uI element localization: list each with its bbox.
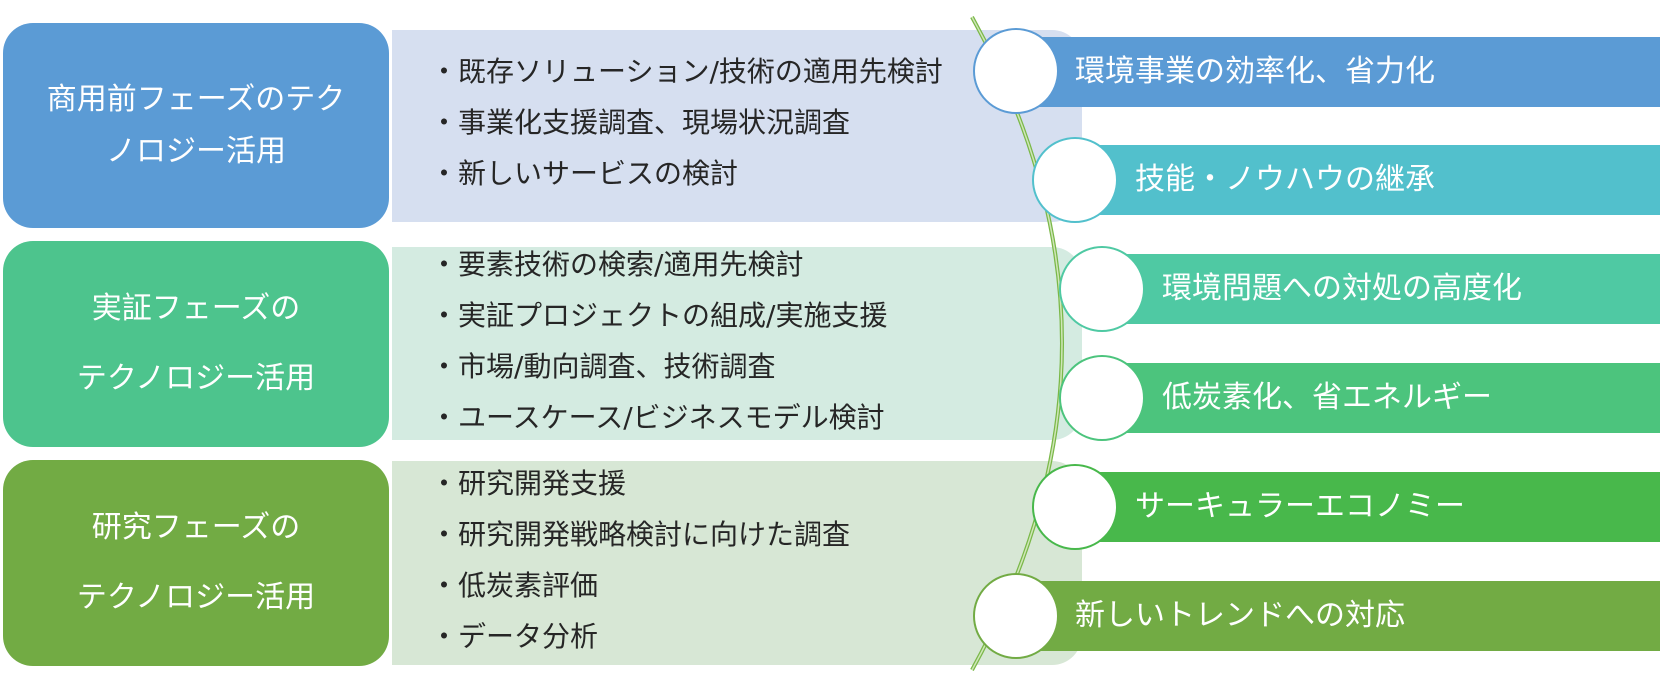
phase-2-list: 要素技術の検索/適用先検討 実証プロジェクトの組成/実施支援 市場/動向調査、技… (430, 239, 887, 443)
phase-2-item: ユースケース/ビジネスモデル検討 (430, 392, 887, 443)
phase-3-item: 研究開発戦略検討に向けた調査 (430, 509, 850, 560)
phase-1-item: 新しいサービスの検討 (430, 148, 943, 199)
phase-3-label-line-1: 研究フェーズの (91, 510, 301, 545)
phase-1-label-line-1: 商用前フェーズのテク (46, 81, 346, 117)
phase-1-list: 既存ソリューション/技術の適用先検討 事業化支援調査、現場状況調査 新しいサービ… (430, 46, 943, 199)
outcome-band-6: 新しいトレンドへの対応 (1015, 581, 1660, 651)
phase-2-box: 実証フェーズの テクノロジー活用 (3, 241, 389, 447)
outcome-node-3 (1059, 246, 1145, 332)
outcome-label-4: 低炭素化、省エネルギー (1162, 380, 1492, 415)
outcome-band-4: 低炭素化、省エネルギー (1102, 363, 1660, 433)
phase-2-item: 実証プロジェクトの組成/実施支援 (430, 290, 887, 341)
phase-2-label-line-1: 実証フェーズの (91, 291, 301, 326)
outcome-label-5: サーキュラーエコノミー (1135, 489, 1465, 524)
outcome-node-5 (1032, 464, 1118, 550)
outcome-node-2 (1032, 137, 1118, 223)
phase-3-item: 研究開発支援 (430, 458, 850, 509)
phase-3-box: 研究フェーズの テクノロジー活用 (3, 460, 389, 666)
outcome-label-3: 環境問題への対処の高度化 (1162, 271, 1522, 306)
outcome-label-2: 技能・ノウハウの継承 (1135, 162, 1435, 197)
outcome-label-1: 環境事業の効率化、省力化 (1075, 54, 1435, 89)
phase-2-item: 市場/動向調査、技術調査 (430, 341, 887, 392)
outcome-band-5: サーキュラーエコノミー (1075, 472, 1660, 542)
phase-2-item: 要素技術の検索/適用先検討 (430, 239, 887, 290)
outcome-node-4 (1059, 355, 1145, 441)
phase-1-label-line-2: ノロジー活用 (106, 133, 286, 169)
phase-3-item: データ分析 (430, 611, 850, 662)
outcome-band-3: 環境問題への対処の高度化 (1102, 254, 1660, 324)
phase-3-list: 研究開発支援 研究開発戦略検討に向けた調査 低炭素評価 データ分析 (430, 458, 850, 662)
outcome-label-6: 新しいトレンドへの対応 (1075, 598, 1405, 633)
phase-3-item: 低炭素評価 (430, 560, 850, 611)
outcome-band-2: 技能・ノウハウの継承 (1075, 145, 1660, 215)
outcome-node-1 (973, 28, 1059, 114)
outcome-band-1: 環境事業の効率化、省力化 (1015, 37, 1660, 107)
phase-1-item: 事業化支援調査、現場状況調査 (430, 97, 943, 148)
phase-2-label-line-2: テクノロジー活用 (76, 361, 316, 396)
phase-1-box: 商用前フェーズのテク ノロジー活用 (3, 23, 389, 228)
phase-1-item: 既存ソリューション/技術の適用先検討 (430, 46, 943, 97)
phase-3-label-line-2: テクノロジー活用 (76, 580, 316, 615)
outcome-node-6 (973, 573, 1059, 659)
